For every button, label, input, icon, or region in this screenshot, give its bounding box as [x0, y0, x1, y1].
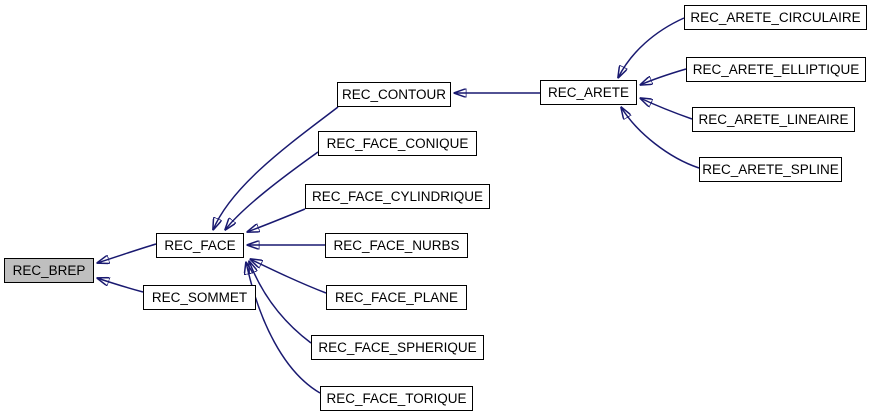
edge-rec-sommet-to-rec-brep: [97, 278, 144, 293]
edge-rec-arete-lineaire-to-rec-arete: [640, 98, 693, 120]
node-rec-arete-elliptique[interactable]: REC_ARETE_ELLIPTIQUE: [686, 57, 866, 82]
node-rec-contour[interactable]: REC_CONTOUR: [337, 82, 451, 107]
node-rec-face-plane[interactable]: REC_FACE_PLANE: [326, 285, 467, 310]
node-rec-face-conique[interactable]: REC_FACE_CONIQUE: [318, 131, 477, 156]
edge-rec-arete-circulaire-to-rec-arete: [618, 17, 685, 78]
node-rec-brep: REC_BREP: [4, 258, 94, 283]
node-rec-face-nurbs[interactable]: REC_FACE_NURBS: [325, 233, 468, 258]
node-rec-arete-circulaire[interactable]: REC_ARETE_CIRCULAIRE: [684, 5, 867, 30]
edge-rec-arete-spline-to-rec-arete: [621, 107, 700, 169]
edge-rec-face-torique-to-rec-face: [246, 262, 321, 394]
node-rec-face-torique[interactable]: REC_FACE_TORIQUE: [320, 386, 473, 411]
edge-rec-face-to-rec-brep: [97, 243, 157, 263]
node-rec-face-cylindrique[interactable]: REC_FACE_CYLINDRIQUE: [305, 184, 490, 209]
node-rec-arete-spline[interactable]: REC_ARETE_SPLINE: [699, 157, 842, 182]
node-rec-face-spherique[interactable]: REC_FACE_SPHERIQUE: [311, 335, 484, 360]
node-rec-sommet[interactable]: REC_SOMMET: [143, 285, 256, 310]
edge-rec-contour-to-rec-face: [213, 106, 339, 230]
node-rec-arete[interactable]: REC_ARETE: [540, 80, 637, 105]
edge-rec-face-conique-to-rec-face: [225, 151, 319, 230]
edge-rec-face-spherique-to-rec-face: [249, 261, 312, 344]
node-rec-arete-lineaire[interactable]: REC_ARETE_LINEAIRE: [692, 107, 855, 132]
edge-rec-arete-elliptique-to-rec-arete: [640, 68, 687, 85]
node-rec-face[interactable]: REC_FACE: [156, 233, 244, 258]
edge-rec-face-cylindrique-to-rec-face: [247, 208, 306, 232]
